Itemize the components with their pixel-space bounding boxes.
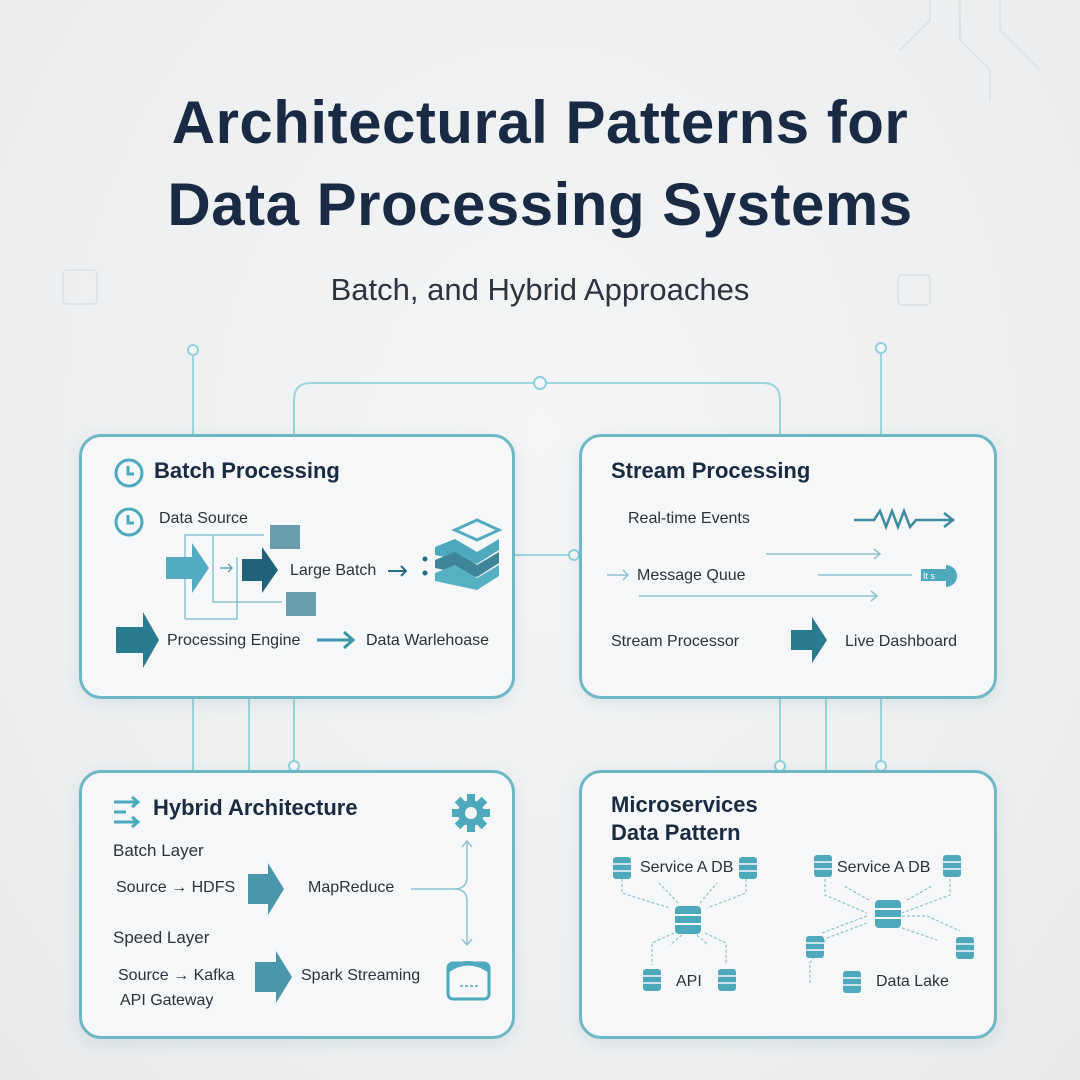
api-label: API <box>676 973 702 990</box>
live-dashboard-label: Live Dashboard <box>845 633 958 650</box>
hybrid-architecture-card: Hybrid Architecture Batch Layer Source →… <box>79 770 515 1039</box>
arrow-icon <box>255 951 292 1003</box>
clock-icon <box>114 458 144 488</box>
page-title-line2: Data Processing Systems <box>167 171 913 238</box>
database-icon <box>446 961 491 1001</box>
queue-icon: It s <box>921 565 957 587</box>
wave-arrow-icon <box>854 507 956 531</box>
layers-icon <box>435 518 503 590</box>
block-icon <box>286 592 316 616</box>
batch-layer-label: Batch Layer <box>113 841 204 860</box>
svg-text:It s: It s <box>923 571 936 581</box>
arrow-icon <box>248 863 284 915</box>
block-icon <box>270 525 300 549</box>
hybrid-flow-diagram <box>248 839 491 1003</box>
arrow-icon <box>166 543 209 593</box>
arrow-icon <box>242 547 278 593</box>
data-source-label: Data Source <box>159 510 248 527</box>
data-warehouse-label: Data Warlehoase <box>366 632 490 649</box>
batch-flow-diagram <box>116 518 503 668</box>
micro-title-line2: Data Pattern <box>611 820 741 845</box>
service-a-db-right-label: Service A DB <box>837 859 931 876</box>
hybrid-title: Hybrid Architecture <box>153 795 358 820</box>
microservices-diagram <box>612 854 975 994</box>
page-title-line1: Architectural Patterns for <box>171 89 909 156</box>
data-lake-label: Data Lake <box>876 973 949 990</box>
speed-layer-label: Speed Layer <box>113 928 210 947</box>
mapreduce-label: MapReduce <box>308 879 395 896</box>
gear-icon <box>452 794 490 832</box>
stream-flow-diagram: It s <box>607 507 957 663</box>
service-a-db-left-label: Service A DB <box>640 859 734 876</box>
arrow-icon <box>791 617 827 663</box>
source-hdfs-label: Source → HDFS <box>116 879 236 896</box>
message-queue-label: Message Quue <box>637 567 746 584</box>
clock-icon <box>114 507 144 537</box>
large-batch-label: Large Batch <box>290 562 377 579</box>
realtime-events-label: Real-time Events <box>628 510 750 527</box>
stream-processor-label: Stream Processor <box>611 633 740 650</box>
arrow-icon <box>116 612 159 668</box>
batch-processing-card: Batch Processing Data Source Large Batch… <box>79 434 515 699</box>
processing-engine-label: Processing Engine <box>167 632 301 649</box>
stream-title: Stream Processing <box>611 458 811 483</box>
batch-title: Batch Processing <box>154 458 340 483</box>
spark-streaming-label: Spark Streaming <box>301 967 421 984</box>
source-kafka-label: Source → Kafka <box>118 967 235 984</box>
stream-processing-card: Stream Processing Real-time Events Messa… <box>579 434 997 699</box>
microservices-card: Microservices Data Pattern Service A DB … <box>579 770 997 1039</box>
flow-arrows-icon <box>114 795 141 829</box>
page-subtitle: Batch, and Hybrid Approaches <box>330 272 750 307</box>
micro-title-line1: Microservices <box>611 792 758 817</box>
api-gateway-label: API Gateway <box>120 992 214 1009</box>
